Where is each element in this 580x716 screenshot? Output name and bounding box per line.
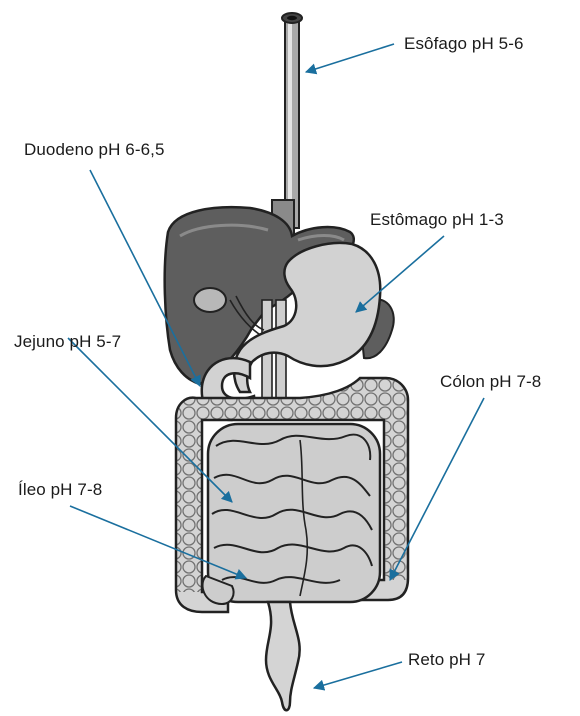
label-estomago: Estômago pH 1-3 xyxy=(370,210,504,230)
label-colon: Cólon pH 7-8 xyxy=(440,372,541,392)
leader-reto xyxy=(314,662,402,688)
label-ileo: Íleo pH 7-8 xyxy=(18,480,102,500)
rectum xyxy=(266,602,300,710)
small-intestine xyxy=(203,424,380,604)
label-duodeno: Duodeno pH 6-6,5 xyxy=(24,140,165,160)
label-reto: Reto pH 7 xyxy=(408,650,485,670)
leader-esofago xyxy=(306,44,394,72)
label-esofago: Esôfago pH 5-6 xyxy=(404,34,524,54)
label-jejuno: Jejuno pH 5-7 xyxy=(14,332,121,352)
